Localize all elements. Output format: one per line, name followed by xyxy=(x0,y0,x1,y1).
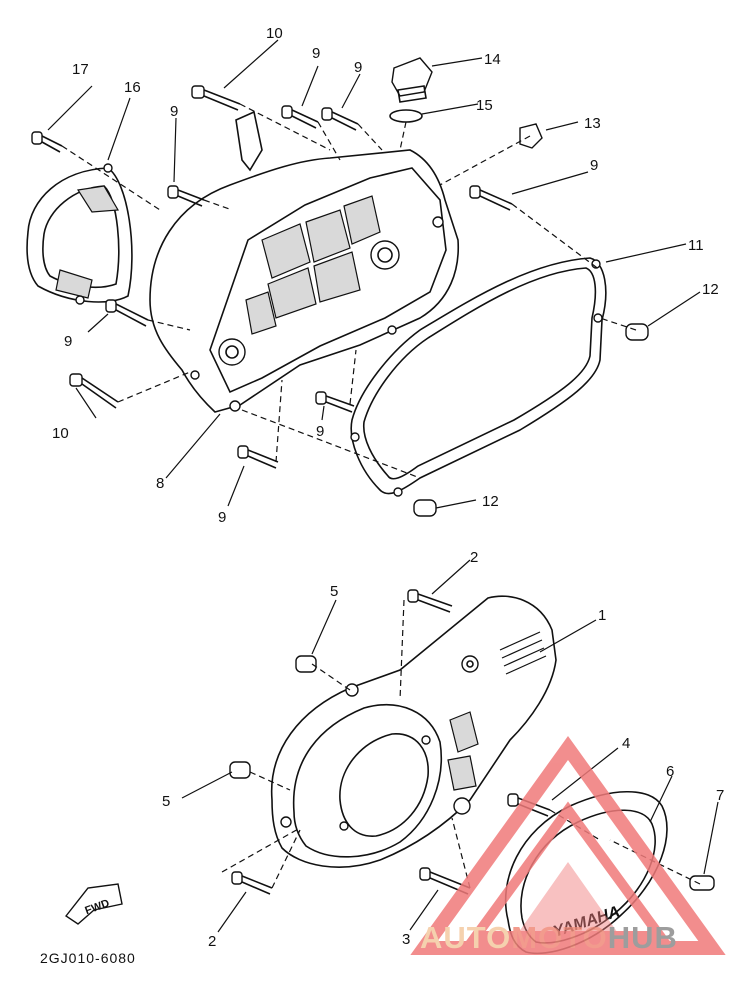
callout-6: 6 xyxy=(666,763,674,780)
part-14-ring xyxy=(26,163,133,305)
callout-1: 1 xyxy=(598,607,606,624)
callout-17: 15 xyxy=(476,97,493,114)
dowel-5-top xyxy=(295,655,317,673)
callout-2-bottom: 2 xyxy=(208,933,216,950)
callout-5-left: 5 xyxy=(162,793,170,810)
screw-9-b xyxy=(321,107,359,131)
screw-9-e xyxy=(105,299,149,327)
callout-9-g: 9 xyxy=(218,509,226,526)
screw-9-d xyxy=(469,185,513,211)
screw-7 xyxy=(689,875,715,891)
lower-leaders xyxy=(181,559,719,933)
callout-5-top: 5 xyxy=(330,583,338,600)
callout-9-b: 9 xyxy=(354,59,362,76)
callout-12-bottom: 12 xyxy=(482,493,499,510)
callout-13: 13 xyxy=(584,115,601,132)
callout-2-top: 2 xyxy=(470,549,478,566)
screw-15 xyxy=(31,131,63,153)
part-11-gasket xyxy=(350,257,607,497)
callout-11: 11 xyxy=(688,237,704,254)
part-1-outer-cover xyxy=(270,595,557,868)
screw-9-a xyxy=(281,105,319,129)
screw-2-bottom xyxy=(231,871,273,895)
fwd-arrow-icon: FWD xyxy=(64,883,123,925)
watermark-brand: AUTOMOTOHUB xyxy=(420,920,678,955)
callout-9-a: 9 xyxy=(312,45,320,62)
watermark-auto: AUTO xyxy=(420,920,511,955)
callout-10-top: 10 xyxy=(266,25,283,42)
screw-9-g xyxy=(237,445,279,469)
screws-upper xyxy=(31,85,513,469)
part-8-crankcase-cover xyxy=(149,110,460,413)
part-13-cap xyxy=(519,123,543,149)
watermark-moto: MOTO xyxy=(511,920,607,955)
screw-10-top xyxy=(191,85,241,111)
callout-8: 8 xyxy=(156,475,164,492)
upper-assembly: 17 16 10 9 9 9 14 15 13 9 11 12 9 10 9 8… xyxy=(26,25,719,526)
callout-12-right: 12 xyxy=(702,281,719,298)
drawing-code: 2GJ010-6080 xyxy=(40,950,136,966)
screw-10-bottom xyxy=(69,373,119,409)
part-12-dowel-right xyxy=(625,323,649,341)
watermark-hub: HUB xyxy=(608,920,678,955)
callout-4: 4 xyxy=(622,735,630,752)
callout-14: 16 xyxy=(124,79,141,96)
lower-assembly: YAMAHA 2 5 1 4 6 7 5 2 3 FWD xyxy=(40,549,724,966)
callout-3: 3 xyxy=(402,931,410,948)
callout-9-f: 9 xyxy=(316,423,324,440)
callout-10-bottom: 10 xyxy=(52,425,69,442)
callout-9-c: 9 xyxy=(170,103,178,120)
part-12-dowel-bottom xyxy=(413,499,437,517)
screw-2-top xyxy=(407,589,453,613)
part-17-oring xyxy=(389,109,423,123)
callout-9-d: 9 xyxy=(590,157,598,174)
triangle-logo-icon xyxy=(410,736,726,955)
callout-7: 7 xyxy=(716,787,724,804)
callout-15: 17 xyxy=(72,61,89,78)
screw-9-c xyxy=(167,185,205,207)
callout-9-e: 9 xyxy=(64,333,72,350)
screw-9-f xyxy=(315,391,355,413)
upper-leaders xyxy=(47,39,701,509)
part-16-plug xyxy=(391,57,433,103)
watermark-logo: AUTOMOTOHUB xyxy=(410,736,726,955)
dowel-5-left xyxy=(229,761,251,779)
callout-16: 14 xyxy=(484,51,501,68)
